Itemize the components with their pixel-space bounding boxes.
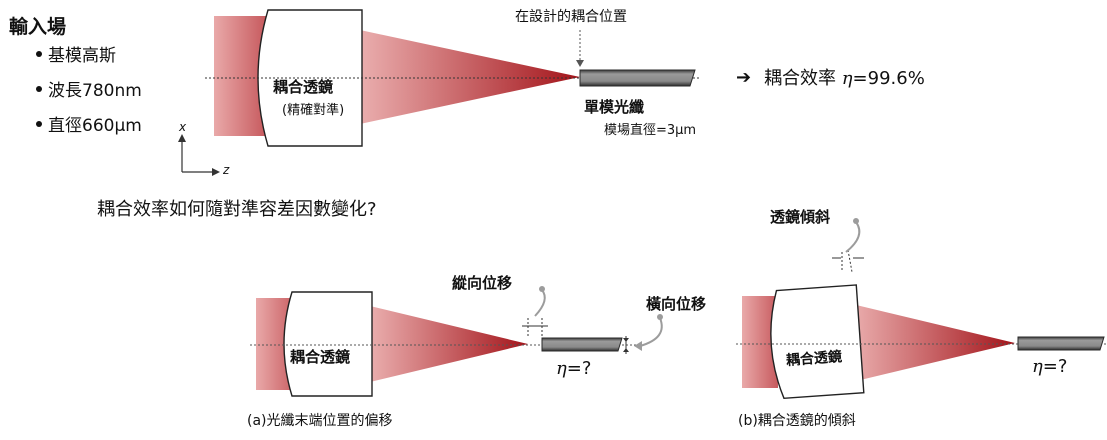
longitudinal-callout (534, 289, 546, 317)
single-mode-fiber (579, 69, 696, 87)
panel-a (250, 286, 663, 397)
lens-sublabel: (精確對準) (282, 103, 345, 118)
coupling-position-label: 在設計的耦合位置 (515, 9, 627, 25)
focused-beam-cone (852, 304, 1015, 382)
lens-label: 耦合透鏡 (273, 78, 334, 96)
lens-label: 耦合透鏡 (290, 348, 351, 366)
fiber-label: 單模光纖 (584, 98, 645, 116)
x-axis-label: x (179, 120, 187, 134)
caption-b: (b)耦合透鏡的傾斜 (738, 413, 856, 429)
mode-field-label: 模場直徑=3μm (604, 123, 697, 138)
top-setup (205, 9, 700, 147)
lateral-offset-label: 橫向位移 (646, 295, 707, 313)
lateral-callout (639, 317, 663, 347)
longitudinal-offset-label: 縱向位移 (452, 274, 513, 292)
arrowhead (576, 60, 584, 67)
coordinate-axes (178, 134, 220, 176)
panel-b (736, 218, 1107, 400)
z-axis-label: z (223, 163, 230, 177)
tilted-coupling-lens (770, 284, 865, 400)
single-mode-fiber (541, 337, 623, 352)
result-arrow-icon: ➔ (736, 67, 752, 88)
list-item: 基模高斯 (36, 48, 116, 65)
focused-beam-cone (370, 306, 528, 382)
tilted-lens-label: 耦合透鏡 (785, 349, 843, 369)
lens-tilt-label: 透鏡傾斜 (770, 208, 831, 226)
efficiency-result: 耦合效率 η=99.6% (764, 68, 925, 89)
focused-beam-cone (360, 30, 580, 124)
list-item: 波長780nm (36, 83, 142, 100)
list-item: 直徑660μm (36, 118, 142, 135)
efficiency-unknown: η=? (1032, 356, 1068, 377)
question-text: 耦合效率如何隨對準容差因數變化? (97, 199, 377, 220)
single-mode-fiber (1017, 336, 1105, 351)
efficiency-unknown: η=? (556, 358, 592, 379)
coupling-lens (283, 291, 373, 397)
tilt-callout (845, 221, 861, 253)
caption-a: (a)光纖末端位置的偏移 (247, 413, 393, 429)
input-field-title: 輸入場 (9, 16, 67, 38)
